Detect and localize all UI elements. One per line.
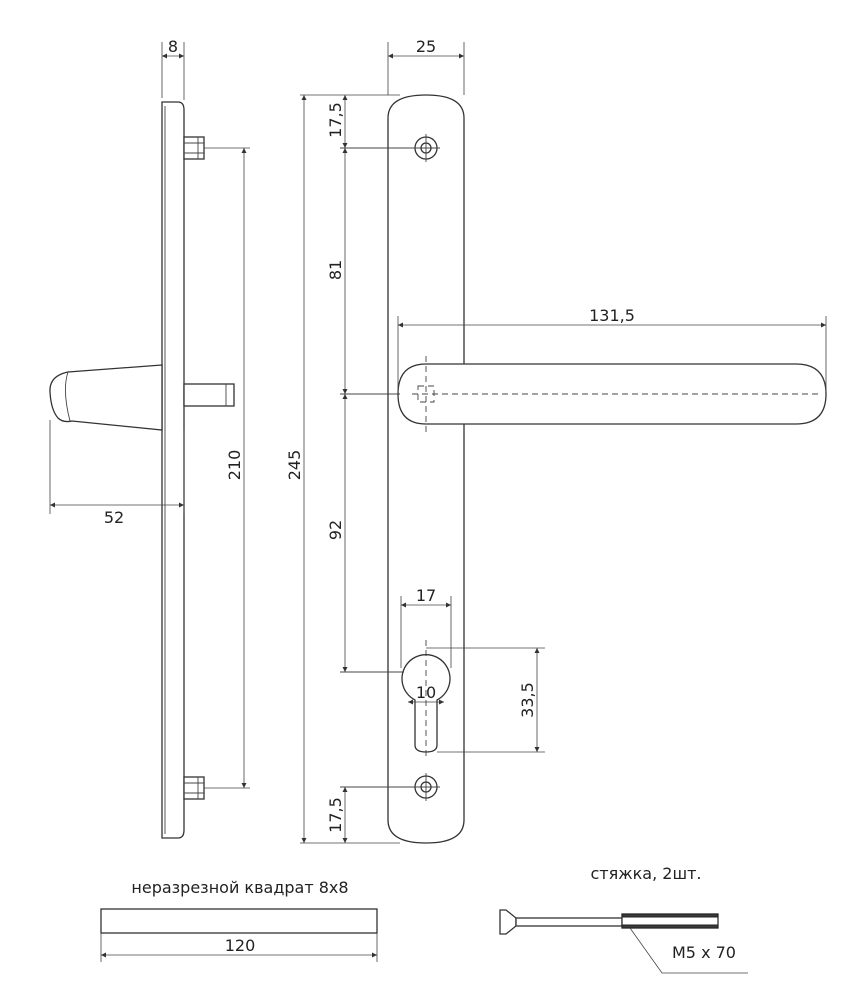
spindle-bar [100,908,378,934]
top-bolt [183,136,205,160]
dimension-lines [49,42,827,844]
bolt-size-label: M5 x 70 [672,943,736,962]
dim-top-offset: 17,5 [326,102,345,138]
dim-lower-span: 92 [326,520,345,540]
dim-bottom-offset: 17,5 [326,797,345,833]
spindle-stub [183,383,235,407]
dim-spindle-length: 120 [225,936,256,955]
dim-plate-thickness: 8 [168,37,178,56]
dim-cylinder-slot: 10 [416,683,436,702]
front-plate [387,94,465,844]
side-lever [49,364,163,431]
dim-cylinder-height: 33,5 [518,682,537,718]
dimension-labels: 8 25 17,5 81 131,5 245 210 52 92 17 10 3… [104,37,635,833]
dim-projection: 52 [104,508,124,527]
dim-total-height: 245 [285,450,304,481]
side-view [49,101,250,839]
spindle: неразрезной квадрат 8x8 120 [100,878,378,962]
bottom-screw [340,773,440,801]
side-plate [161,101,185,839]
top-screw [340,134,440,162]
dim-upper-span: 81 [326,260,345,280]
dim-plate-width: 25 [416,37,436,56]
front-view [340,94,827,844]
bolt-caption: стяжка, 2шт. [590,864,701,883]
dim-lever-length: 131,5 [589,306,635,325]
bottom-bolt [183,776,205,800]
spindle-caption: неразрезной квадрат 8x8 [131,878,348,897]
connecting-bolt: стяжка, 2шт. M5 x 70 [499,864,748,974]
dim-screw-spacing: 210 [225,450,244,481]
dim-cylinder-width: 17 [416,586,436,605]
